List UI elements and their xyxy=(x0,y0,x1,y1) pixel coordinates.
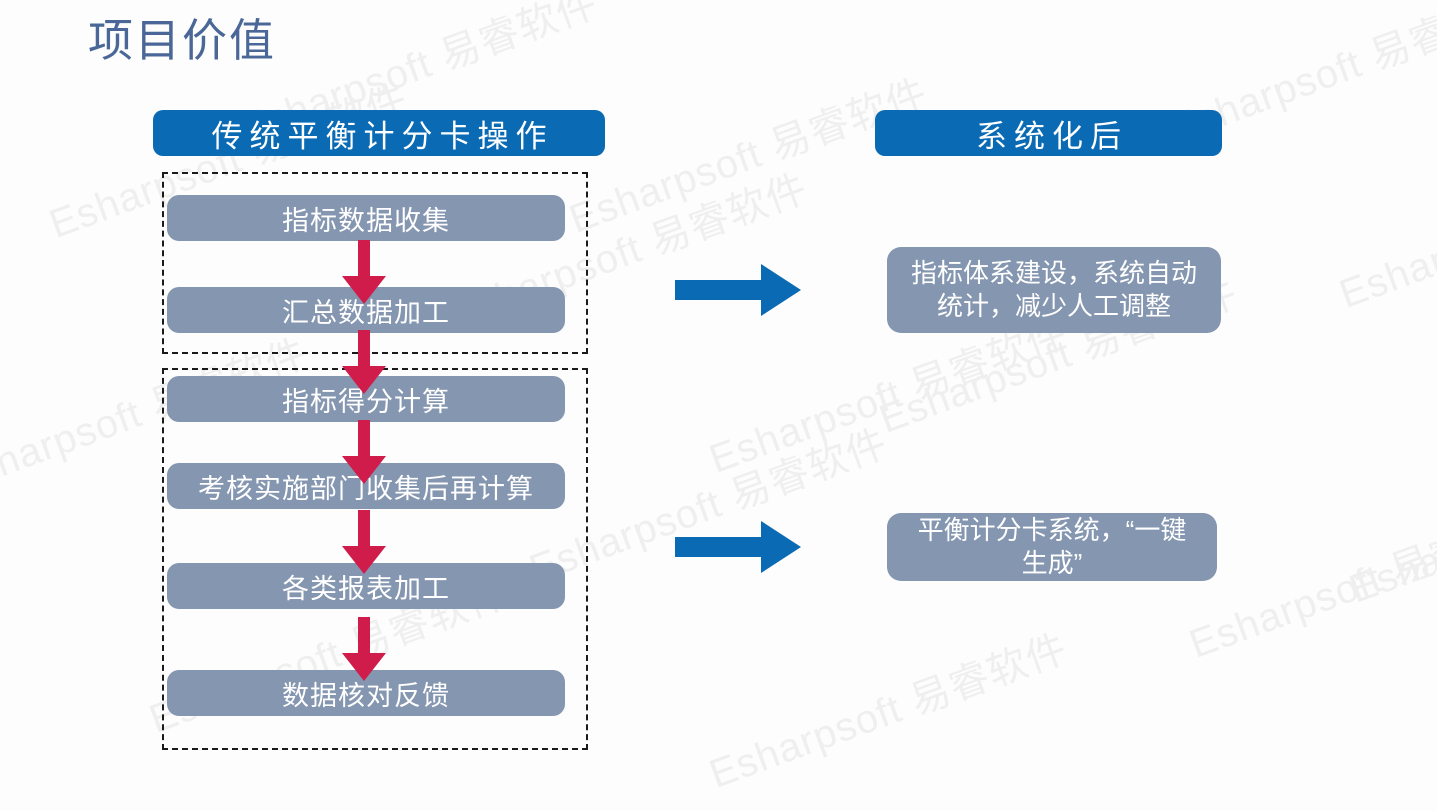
arrow-right-icon xyxy=(675,264,802,316)
arrow-down-icon xyxy=(340,330,388,396)
step-box-department-recalculation[interactable]: 考核实施部门收集后再计算 xyxy=(167,463,565,509)
watermark-text: Esharpsoft 易睿软件 xyxy=(1183,496,1437,667)
watermark-text: Esharpsoft 易睿软件 xyxy=(703,626,1074,797)
result-box-indicator-system[interactable]: 指标体系建设，系统自动统计，减少人工调整 xyxy=(887,247,1221,333)
arrow-down-icon xyxy=(340,510,388,576)
banner-systemized: 系统化后 xyxy=(875,110,1222,156)
arrow-down-icon xyxy=(340,240,388,306)
watermark-text: Esharpsoft 易睿软件 xyxy=(1333,146,1437,317)
banner-traditional: 传统平衡计分卡操作 xyxy=(153,110,605,156)
arrow-down-icon xyxy=(340,420,388,486)
result-box-bsc-system[interactable]: 平衡计分卡系统，“一键生成” xyxy=(887,513,1217,581)
arrow-right-icon xyxy=(675,521,802,573)
group-data-collection xyxy=(162,172,588,354)
arrow-down-icon xyxy=(340,617,388,683)
step-box-indicator-data-collection[interactable]: 指标数据收集 xyxy=(167,195,565,241)
page-title: 项目价值 xyxy=(88,15,277,66)
step-box-data-verification-feedback[interactable]: 数据核对反馈 xyxy=(167,670,565,716)
watermark-text: Esharpsoft 易睿软件 xyxy=(1343,441,1437,612)
